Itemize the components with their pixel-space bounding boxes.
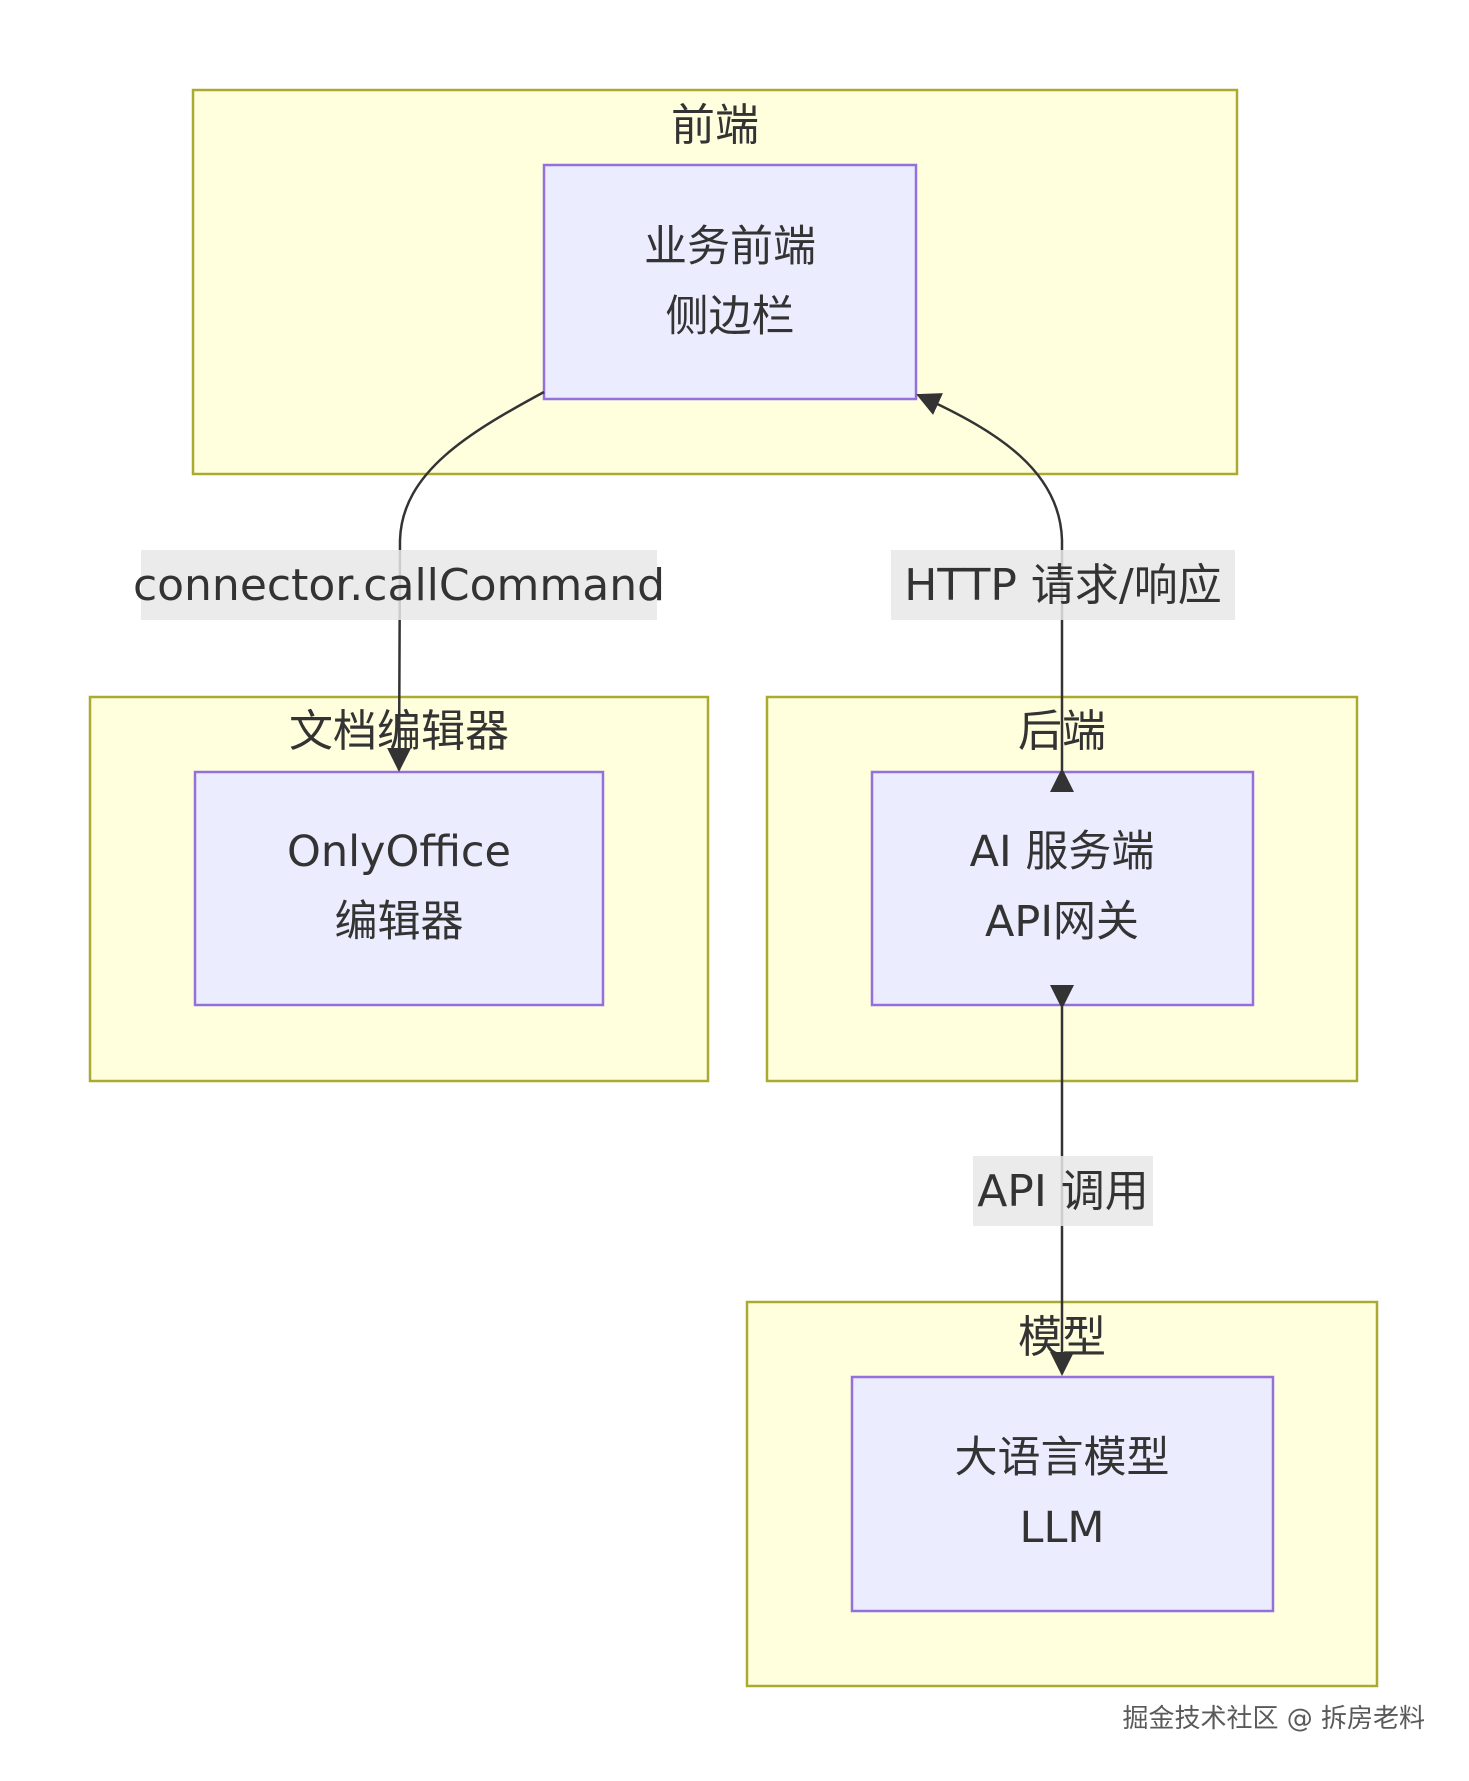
node-llm-line2: LLM <box>1019 1503 1104 1553</box>
node-ai-server-line2: API网关 <box>985 897 1139 947</box>
edge-label-api-call-text: API 调用 <box>977 1166 1149 1217</box>
node-ai-server: AI 服务端 API网关 <box>870 770 1255 1007</box>
edge-connector-callcommand <box>387 390 545 772</box>
node-llm: 大语言模型 LLM <box>850 1375 1275 1613</box>
edge-http-request-response <box>916 393 1074 792</box>
node-business-sidebar-line2: 侧边栏 <box>666 292 795 342</box>
node-onlyoffice-editor: OnlyOffice 编辑器 <box>193 770 605 1007</box>
edge-label-api-call: API 调用 <box>973 1156 1153 1226</box>
edge-label-connector-text: connector.callCommand <box>133 560 665 611</box>
node-business-sidebar-line1: 业务前端 <box>644 222 816 272</box>
edge-label-http: HTTP 请求/响应 <box>891 550 1235 620</box>
edge-label-connector: connector.callCommand <box>133 550 665 620</box>
node-ai-server-line1: AI 服务端 <box>970 827 1155 877</box>
node-onlyoffice-editor-line2: 编辑器 <box>335 897 464 947</box>
node-business-sidebar: 业务前端 侧边栏 <box>542 163 918 401</box>
node-onlyoffice-editor-line1: OnlyOffice <box>287 827 511 877</box>
watermark-text: 掘金技术社区 @ 拆房老料 <box>1122 1704 1425 1734</box>
edge-label-http-text: HTTP 请求/响应 <box>904 560 1221 611</box>
node-llm-line1: 大语言模型 <box>955 1433 1170 1483</box>
cluster-frontend-title: 前端 <box>671 100 759 151</box>
